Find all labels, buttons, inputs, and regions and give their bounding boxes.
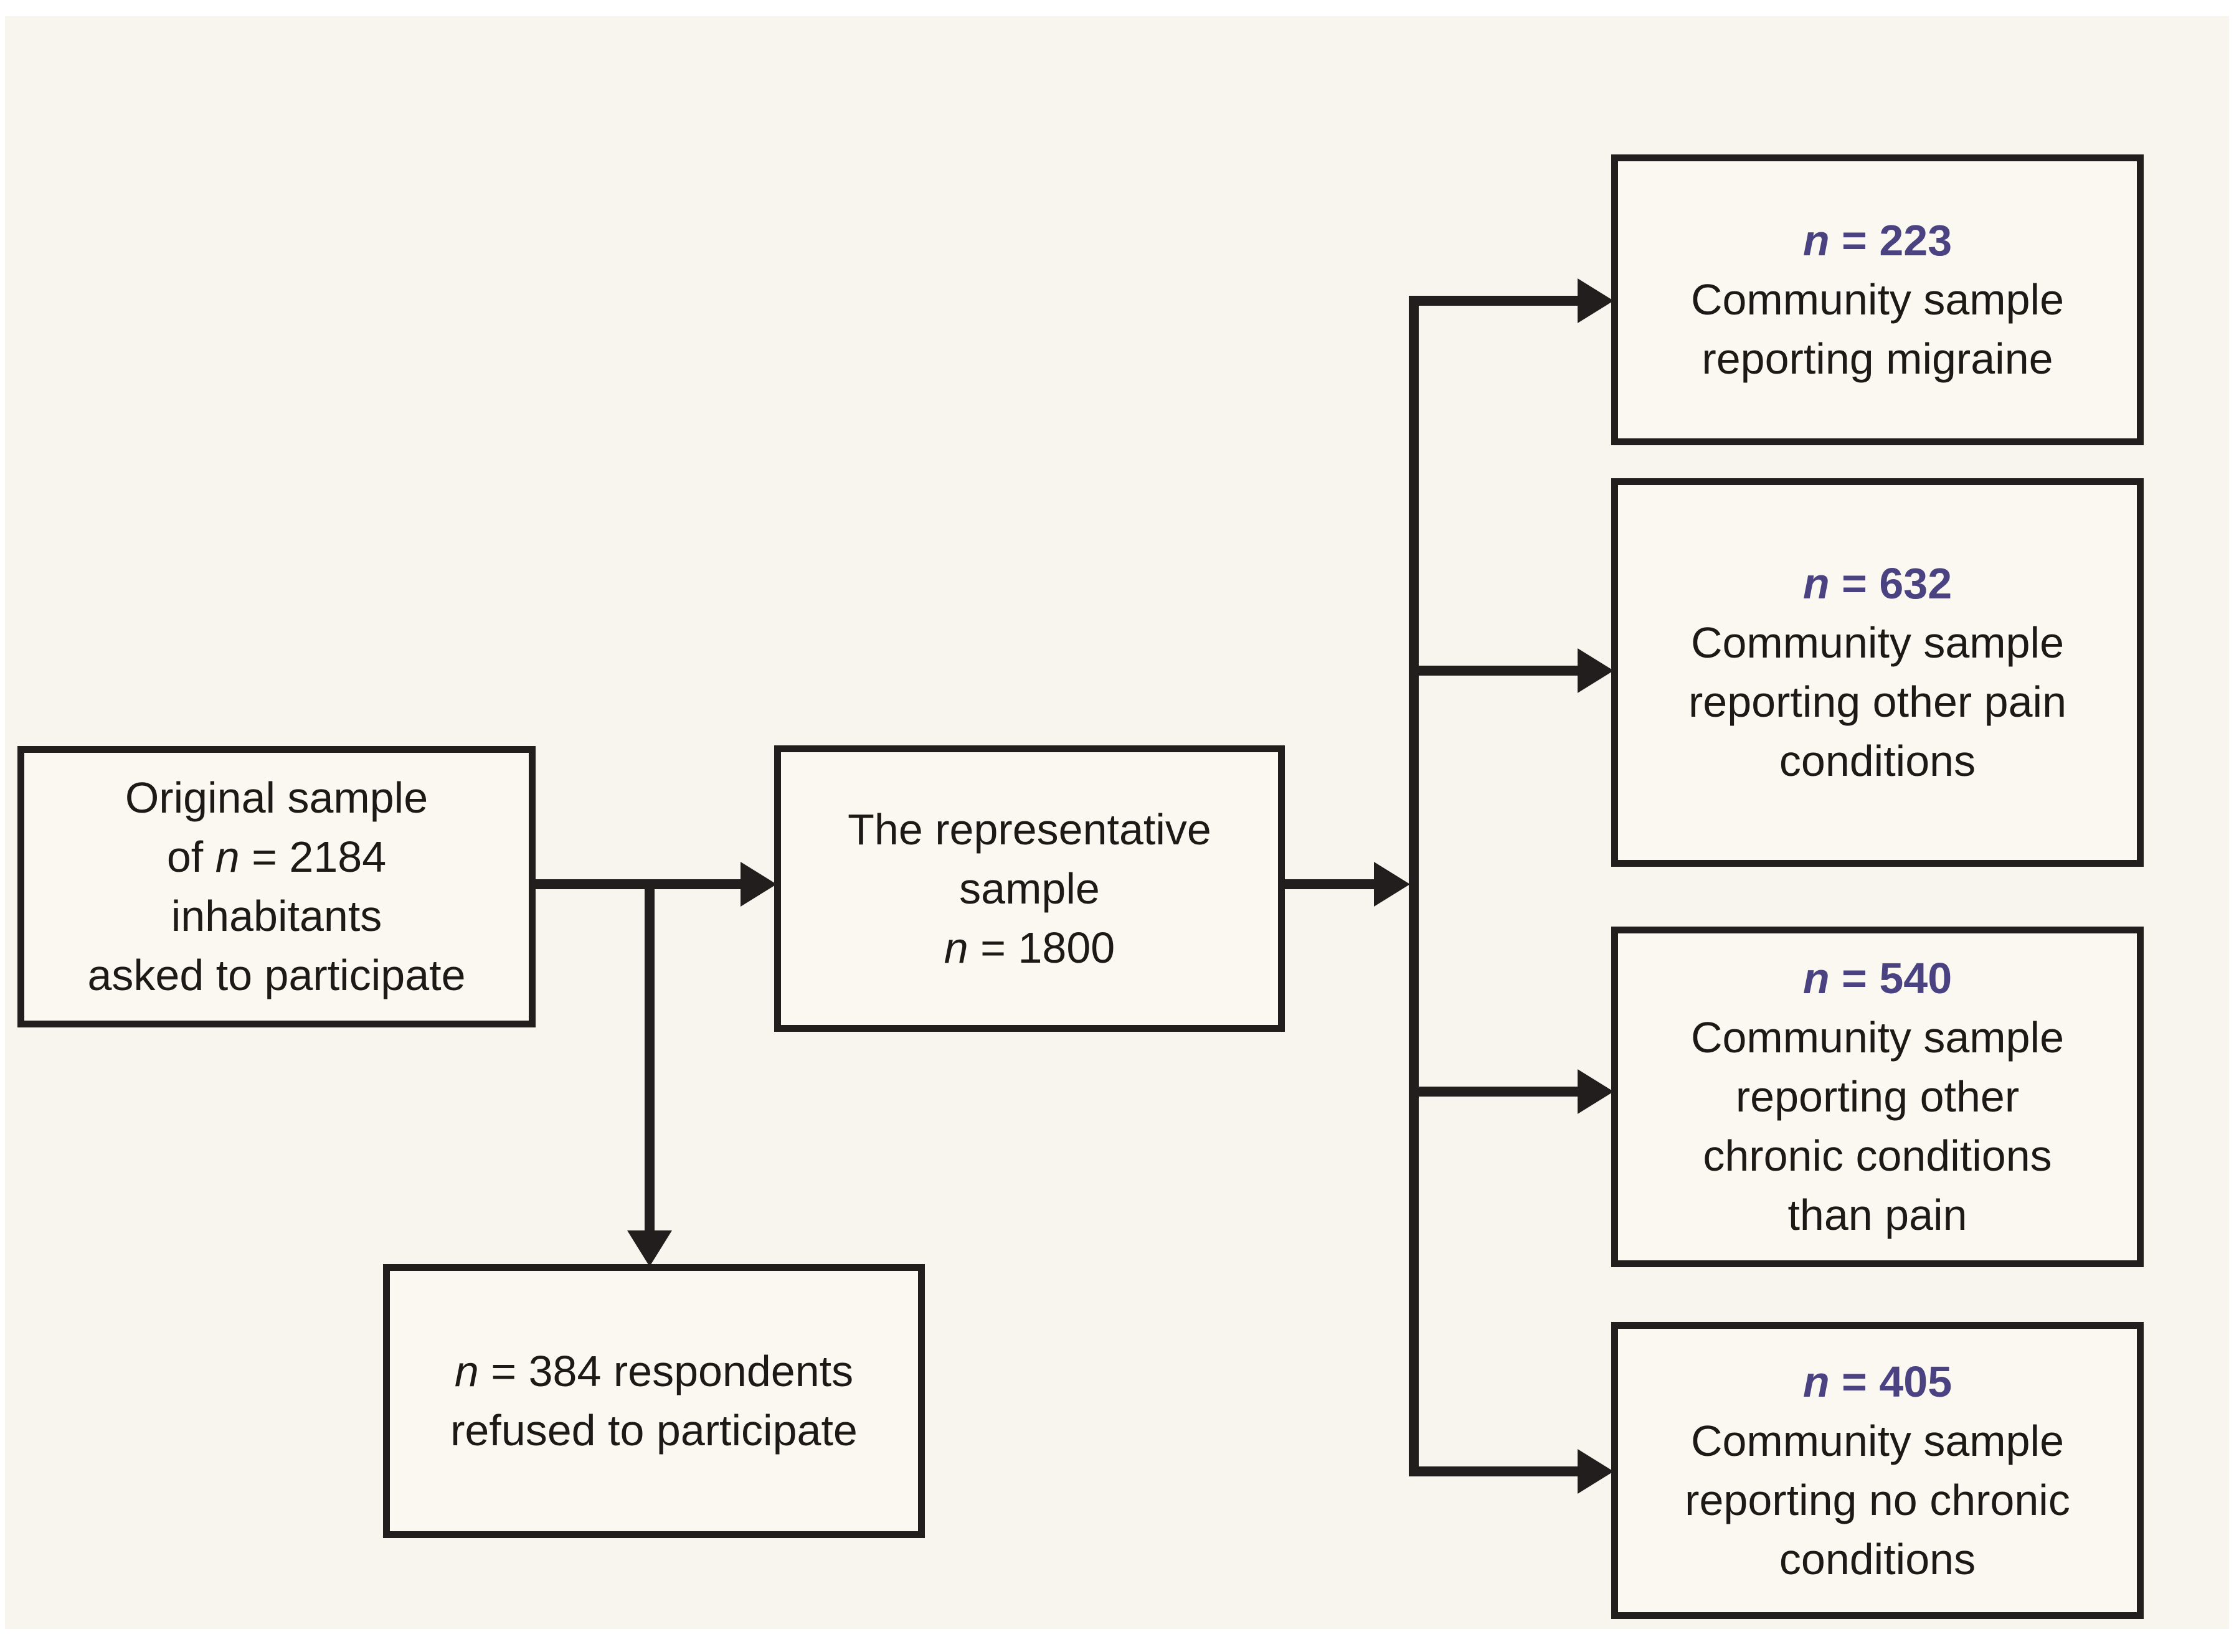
- text-line: chronic conditions: [1703, 1126, 2052, 1186]
- line-text: Community sample: [1690, 1013, 2065, 1062]
- box-other-pain-sample: n = 632 Community sample reporting other…: [1611, 478, 2144, 867]
- box-representative-sample: The representative sample n = 1800: [774, 745, 1285, 1032]
- text-line: conditions: [1779, 732, 1976, 791]
- text-line: The representative: [848, 800, 1211, 859]
- line-text: asked to participate: [87, 951, 466, 999]
- arrowhead-representative-to-spine: [1374, 862, 1410, 907]
- text-line: refused to participate: [450, 1401, 858, 1460]
- box-refused-participation: n = 384 respondents refused to participa…: [383, 1264, 925, 1538]
- text-line: asked to participate: [87, 946, 465, 1005]
- sample-size-value: = 405: [1829, 1357, 1952, 1406]
- text-line: conditions: [1779, 1530, 1976, 1589]
- text-line: n = 1800: [944, 918, 1115, 978]
- box-other-chronic-sample: n = 540 Community sample reporting other…: [1611, 927, 2144, 1267]
- n-symbol: n: [944, 923, 968, 972]
- text-line: of n = 2184: [167, 828, 386, 887]
- n-symbol: n: [1802, 1357, 1830, 1406]
- text-line: Community sample: [1691, 1008, 2064, 1067]
- line-text: = 1800: [968, 923, 1115, 972]
- sample-size-value: = 632: [1829, 559, 1952, 608]
- sample-size-header: n = 632: [1803, 554, 1952, 613]
- text-line: Community sample: [1691, 613, 2064, 673]
- text-line: reporting migraine: [1702, 329, 2053, 389]
- sample-size-header: n = 540: [1803, 949, 1952, 1008]
- text-line: Community sample: [1691, 1412, 2064, 1471]
- arrowhead-branch-to-refused: [627, 1230, 672, 1267]
- n-symbol: n: [1802, 954, 1830, 1003]
- box-original-sample: Original sample of n = 2184 inhabitants …: [17, 746, 536, 1027]
- arrowhead-spine-to-migraine: [1578, 278, 1614, 323]
- text-line: reporting other pain: [1688, 673, 2066, 732]
- text-line: reporting other: [1736, 1067, 2019, 1126]
- sample-size-value: = 223: [1829, 216, 1952, 265]
- line-text: Community sample: [1690, 1416, 2065, 1465]
- sample-size-value: = 540: [1829, 954, 1952, 1003]
- line-text: The representative: [848, 805, 1211, 854]
- line-text: conditions: [1779, 737, 1976, 785]
- text-line: sample: [959, 859, 1100, 918]
- text-line: reporting no chronic: [1685, 1471, 2070, 1530]
- line-text: sample: [959, 864, 1100, 913]
- text-line: n = 384 respondents: [455, 1342, 853, 1401]
- n-symbol: n: [454, 1347, 479, 1395]
- text-line: Original sample: [125, 768, 428, 828]
- line-text: = 384 respondents: [478, 1347, 854, 1395]
- line-text: inhabitants: [171, 892, 382, 940]
- line-text: Original sample: [125, 773, 428, 822]
- n-symbol: n: [1802, 216, 1830, 265]
- line-text: reporting no chronic: [1685, 1475, 2070, 1524]
- n-symbol: n: [215, 833, 240, 881]
- text-line: than pain: [1787, 1186, 1967, 1245]
- line-text: than pain: [1787, 1191, 1967, 1239]
- box-no-chronic-sample: n = 405 Community sample reporting no ch…: [1611, 1322, 2144, 1619]
- text-line: Community sample: [1691, 270, 2064, 329]
- arrowhead-original-to-representative: [741, 862, 777, 907]
- line-text: conditions: [1779, 1534, 1976, 1584]
- line-text: reporting other: [1735, 1072, 2020, 1121]
- sample-size-header: n = 405: [1803, 1352, 1952, 1412]
- line-text: reporting other pain: [1688, 677, 2067, 726]
- line-text: chronic conditions: [1703, 1131, 2052, 1180]
- n-symbol: n: [1802, 559, 1830, 608]
- line-text: Community sample: [1690, 275, 2065, 324]
- line-text: = 2184: [239, 833, 387, 881]
- arrowhead-spine-to-no-chronic: [1578, 1449, 1614, 1494]
- text-line: inhabitants: [171, 887, 382, 946]
- box-migraine-sample: n = 223 Community sample reporting migra…: [1611, 154, 2144, 445]
- arrowhead-spine-to-other-pain: [1578, 648, 1614, 693]
- line-text: Community sample: [1690, 618, 2065, 667]
- arrowhead-spine-to-other-chronic: [1578, 1069, 1614, 1114]
- line-text: of: [166, 833, 215, 881]
- sample-size-header: n = 223: [1803, 211, 1952, 270]
- line-text: refused to participate: [450, 1406, 858, 1455]
- line-text: reporting migraine: [1702, 334, 2053, 383]
